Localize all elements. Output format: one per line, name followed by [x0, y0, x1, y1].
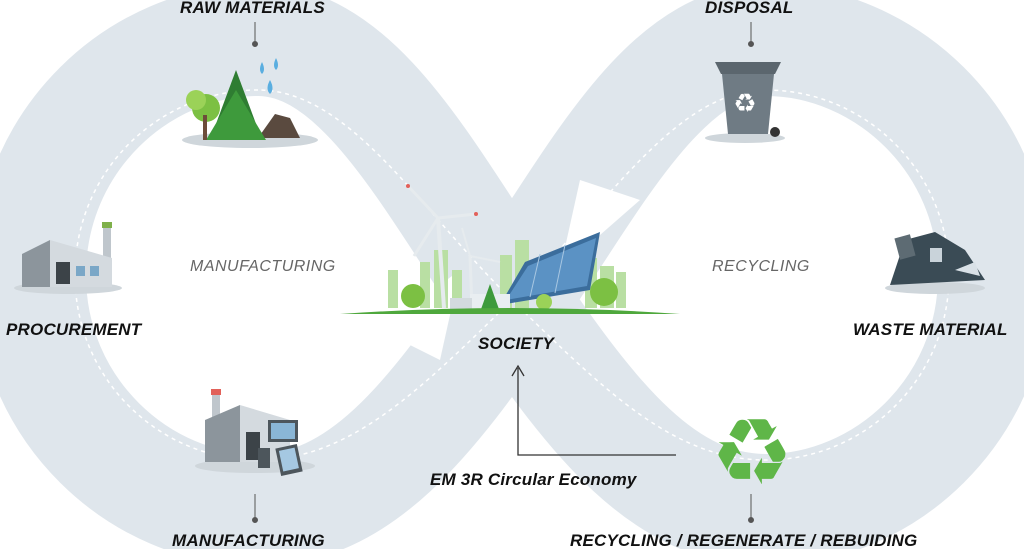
label-procurement: PROCUREMENT — [6, 320, 142, 339]
waste-pile-icon — [885, 232, 985, 294]
caption: EM 3R Circular Economy — [430, 470, 637, 489]
svg-text:♻: ♻ — [733, 89, 756, 119]
label-raw-materials: RAW MATERIALS — [180, 0, 325, 17]
trees-and-water-icon — [182, 58, 318, 148]
recycle-icon: ♻ — [711, 399, 793, 506]
society-arrow — [511, 364, 676, 456]
svg-text:♻: ♻ — [711, 399, 793, 506]
leader-lines — [252, 22, 754, 523]
label-waste-material: WASTE MATERIAL — [853, 320, 1008, 339]
loop-label-left: MANUFACTURING — [190, 258, 336, 275]
factory-devices-icon — [195, 389, 315, 476]
trash-bin-icon: ♻ — [705, 62, 785, 143]
label-disposal: DISPOSAL — [705, 0, 794, 17]
factory-icon — [14, 222, 122, 294]
label-recycling-bottom: RECYCLING / REGENERATE / REBUIDING — [570, 531, 918, 550]
label-society: SOCIETY — [478, 334, 555, 353]
wind-solar-city-icon — [340, 184, 680, 314]
loop-label-right: RECYCLING — [712, 258, 810, 275]
label-manufacturing-bottom: MANUFACTURING — [172, 531, 325, 550]
